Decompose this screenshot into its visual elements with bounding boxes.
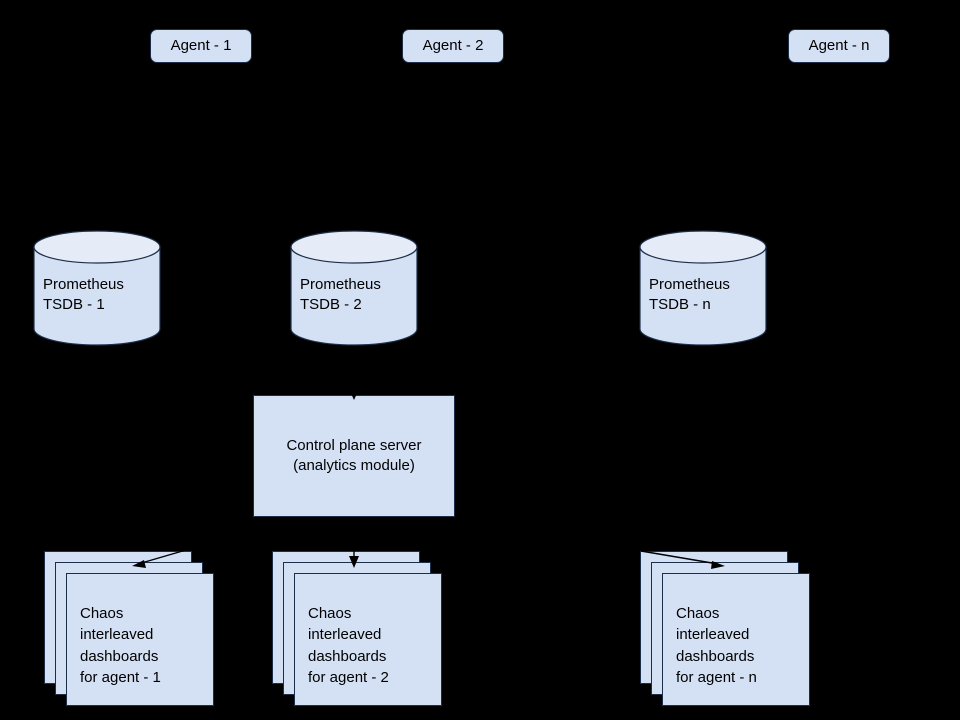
dashboard-card-front [294,573,442,706]
connector-tsdb2-to-control-plane [349,346,359,400]
node-control-plane-server-label: Control plane server (analytics module) [286,436,422,474]
node-agent-1[interactable]: Agent - 1 [150,29,252,63]
cylinder-shape-1 [33,230,161,346]
node-dashboards-n[interactable]: Chaos interleaved dashboards for agent -… [640,551,810,706]
node-dashboards-2[interactable]: Chaos interleaved dashboards for agent -… [272,551,442,706]
node-dashboards-1[interactable]: Chaos interleaved dashboards for agent -… [44,551,214,706]
cylinder-shape-n [639,230,767,346]
dashboard-card-front [662,573,810,706]
dashboard-card-front [66,573,214,706]
cylinder-shape-2 [290,230,418,346]
node-agent-1-label: Agent - 1 [170,36,232,54]
node-agent-2-label: Agent - 2 [422,36,484,54]
node-tsdb-1[interactable]: Prometheus TSDB - 1 [33,230,161,346]
node-agent-2[interactable]: Agent - 2 [402,29,504,63]
node-tsdb-n[interactable]: Prometheus TSDB - n [639,230,767,346]
node-tsdb-2[interactable]: Prometheus TSDB - 2 [290,230,418,346]
node-control-plane-server[interactable]: Control plane server (analytics module) [253,395,455,517]
node-agent-n[interactable]: Agent - n [788,29,890,63]
node-agent-n-label: Agent - n [808,36,870,54]
